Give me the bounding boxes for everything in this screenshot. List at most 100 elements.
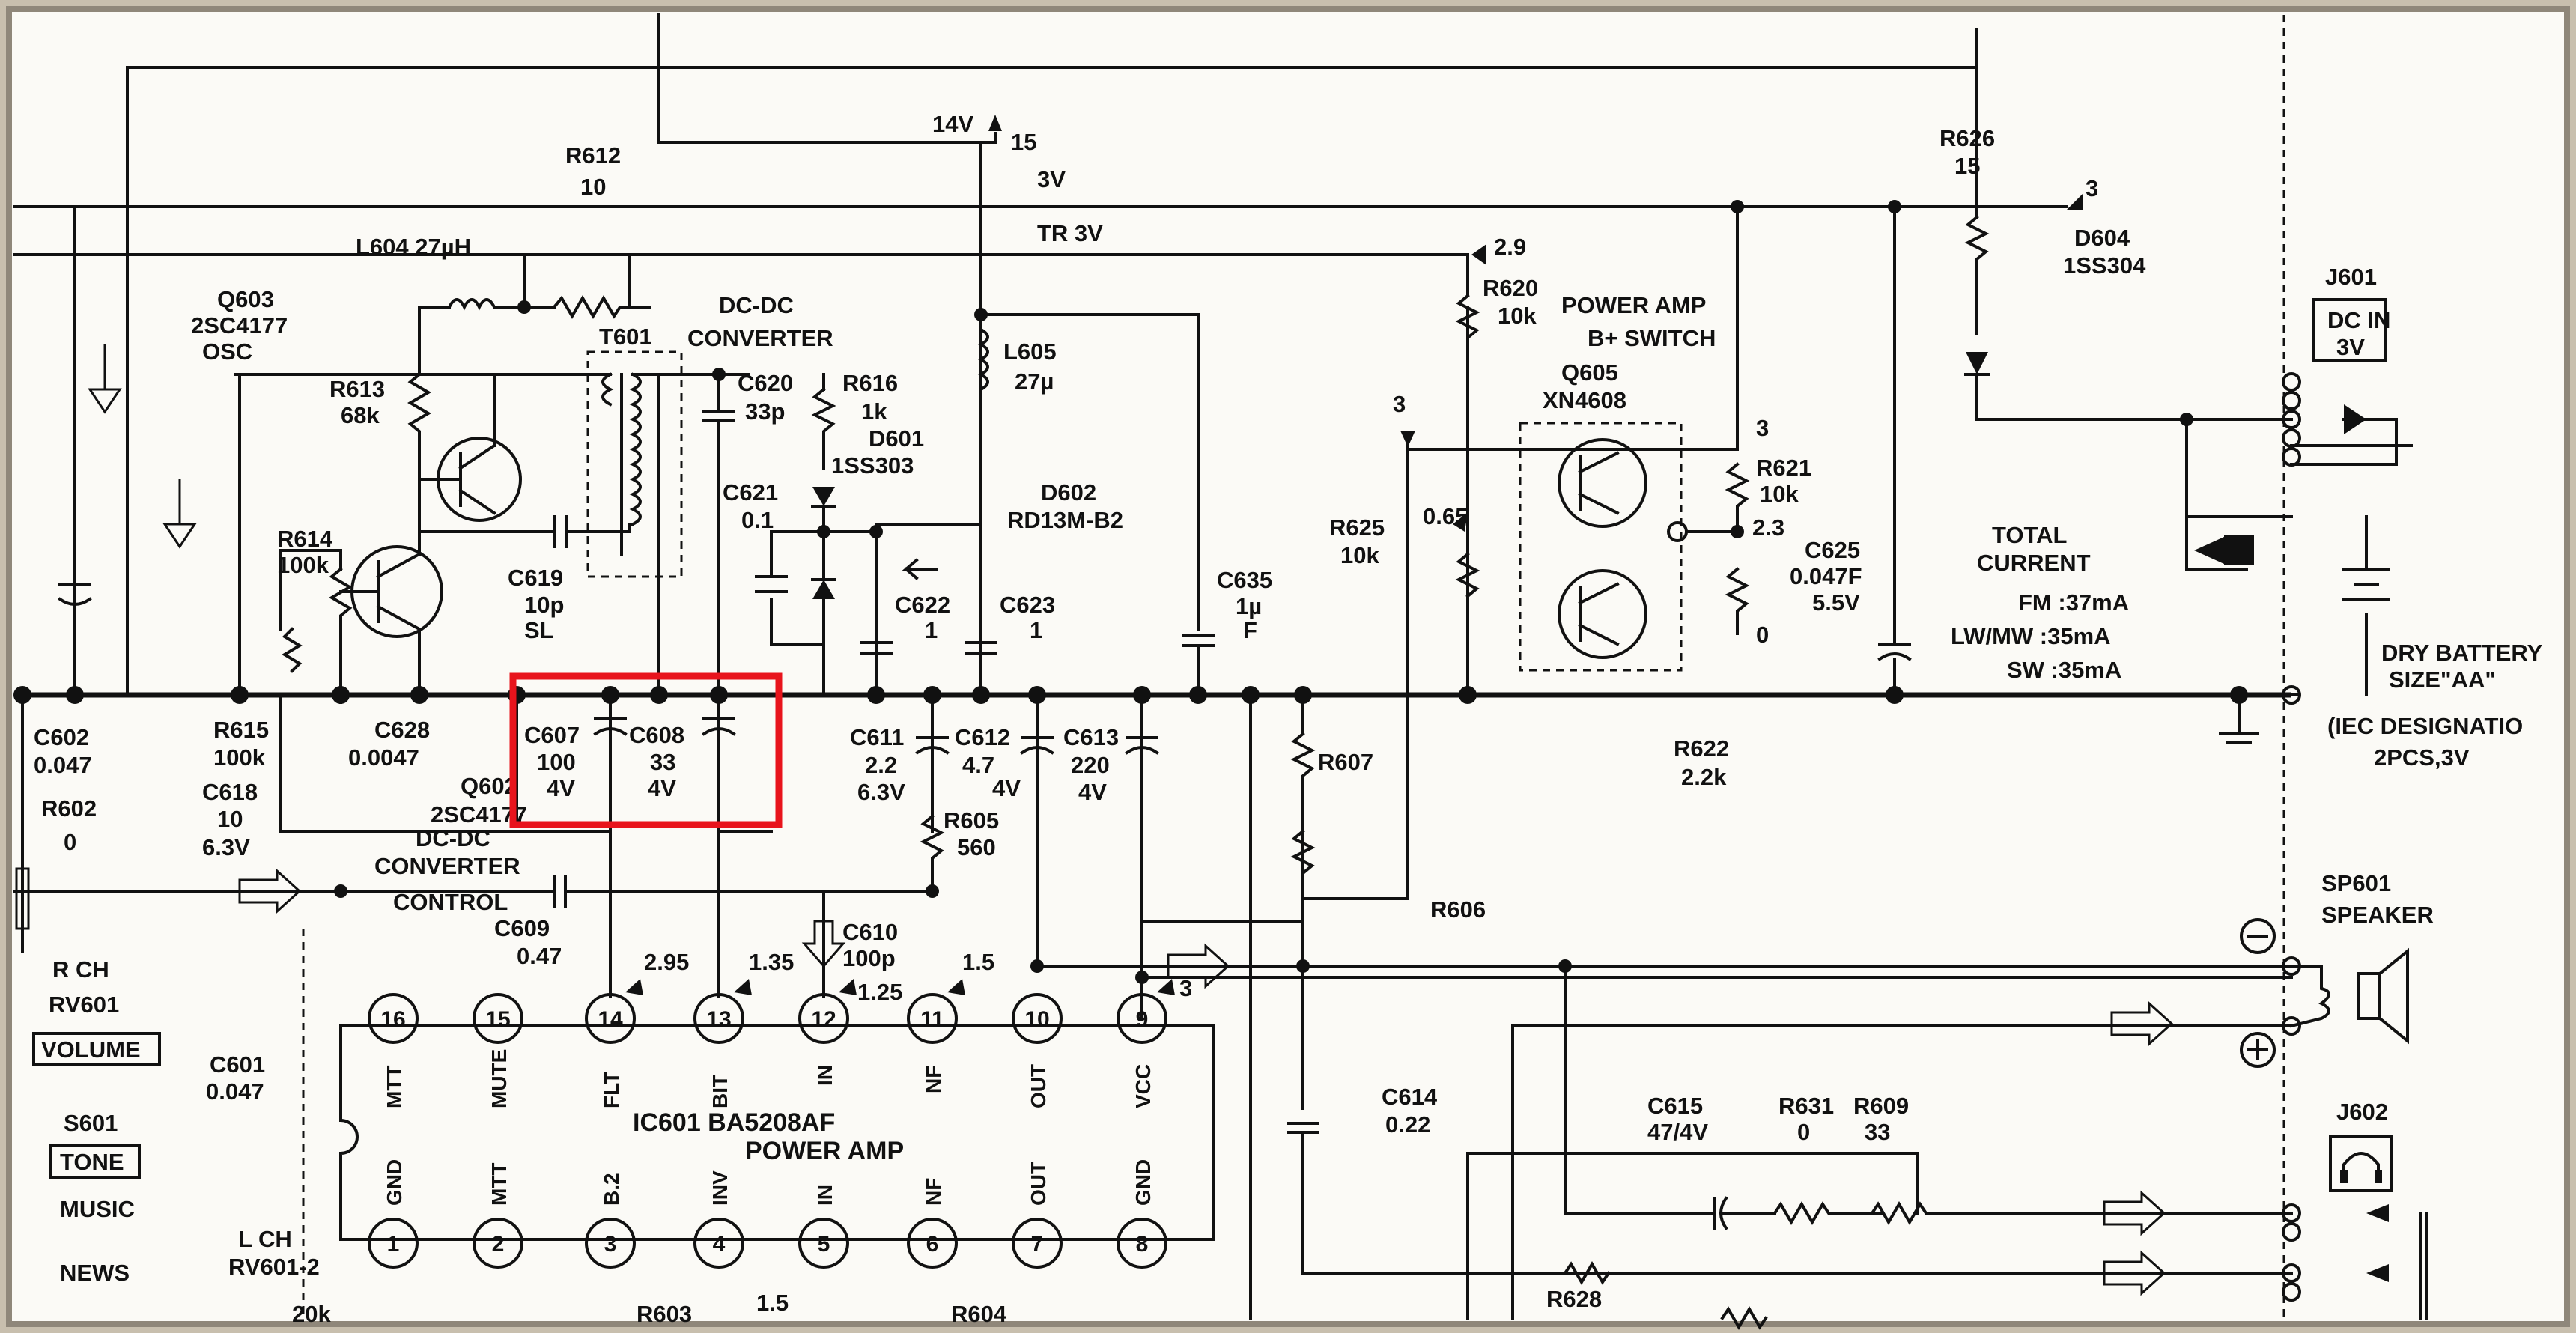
t601-label: T601 xyxy=(599,324,652,350)
r605-value: 560 xyxy=(957,834,996,860)
dcdc-ctrl-2: CONVERTER xyxy=(374,853,520,879)
ic601-box xyxy=(339,1024,1215,1241)
lch-label: L CH xyxy=(238,1226,292,1252)
d604-part: 1SS304 xyxy=(2063,252,2146,279)
c608-value: 33 xyxy=(650,749,675,775)
c607-value: 100 xyxy=(537,749,576,775)
c608-ref: C608 xyxy=(629,722,684,748)
r625-ref: R625 xyxy=(1329,514,1385,541)
ic-pin-name-8: GND xyxy=(1131,1159,1155,1206)
signal-arrow-3 xyxy=(238,868,302,914)
ic601-sub: POWER AMP xyxy=(745,1137,904,1165)
q603-ref: Q603 xyxy=(217,286,274,312)
total-current-sw: SW :35mA xyxy=(2007,657,2121,683)
q605-package xyxy=(1519,422,1683,672)
d601-part: 1SS303 xyxy=(831,452,914,479)
j601-ref: J601 xyxy=(2325,264,2377,290)
c602-ref: C602 xyxy=(34,724,89,750)
ic-pin-name-12: IN xyxy=(813,1065,836,1086)
c620-value: 33p xyxy=(745,398,785,425)
total-current-title-1: TOTAL xyxy=(1992,522,2067,548)
r604-ref: R604 xyxy=(951,1301,1007,1327)
ic-pin-name-4: INV xyxy=(708,1170,732,1206)
c619-ref: C619 xyxy=(508,565,563,591)
ic-pin-2: 2 xyxy=(492,1232,505,1257)
r612-ref: R612 xyxy=(565,142,621,168)
signal-arrow-2 xyxy=(162,479,197,549)
q603-part: 2SC4177 xyxy=(191,312,288,338)
c607-ref: C607 xyxy=(524,722,580,748)
r631-value: 0 xyxy=(1797,1119,1810,1145)
battery-line-4: 2PCS,3V xyxy=(2374,744,2470,771)
c611-ref: C611 xyxy=(850,724,904,750)
d601-ref: D601 xyxy=(869,425,924,452)
r609-ref: R609 xyxy=(1853,1093,1909,1119)
c621-ref: C621 xyxy=(723,479,778,505)
rail-14v-label: 14V xyxy=(932,111,973,137)
c619-value: 10p xyxy=(524,592,564,618)
c614-value: 0.22 xyxy=(1385,1111,1430,1138)
c613-rating: 4V xyxy=(1078,779,1107,805)
r616-ref: R616 xyxy=(842,370,898,396)
ic-pin-name-1: GND xyxy=(383,1159,406,1206)
c610-ref: C610 xyxy=(842,919,898,945)
c615-value: 47/4V xyxy=(1647,1119,1708,1145)
ic-pin-name-7: OUT xyxy=(1027,1162,1050,1206)
c609-value: 0.47 xyxy=(517,943,562,969)
c622-value: 1 xyxy=(925,617,938,643)
c611-value: 2.2 xyxy=(865,752,897,778)
d602-part: RD13M-B2 xyxy=(1007,507,1123,533)
volume-box xyxy=(32,1032,161,1066)
c608-rating: 4V xyxy=(648,775,676,801)
q605-23-label: 2.3 xyxy=(1752,514,1784,541)
sp601-ref: SP601 xyxy=(2321,870,2391,896)
c602-value: 0.047 xyxy=(34,752,92,778)
dcdc-top-title-2: CONVERTER xyxy=(687,325,833,351)
paper-panel xyxy=(6,6,2570,1327)
rch-label: R CH xyxy=(52,956,109,983)
rail-3-mid-label: 3 xyxy=(1393,391,1406,417)
rail-3v-label: 3V xyxy=(1037,166,1066,192)
r620-ref: R620 xyxy=(1483,275,1538,301)
ic-pin-8: 8 xyxy=(1136,1232,1149,1257)
power-amp-switch-1: POWER AMP xyxy=(1561,292,1706,318)
music-label: MUSIC xyxy=(60,1196,135,1222)
ic-v-pin13: 1.35 xyxy=(749,949,794,975)
c625-ref: C625 xyxy=(1805,537,1860,563)
v15-bottom: 1.5 xyxy=(756,1290,789,1316)
c601-ref: C601 xyxy=(210,1051,265,1078)
k20-label: 20k xyxy=(292,1301,331,1327)
c635-type: F xyxy=(1243,617,1257,643)
lch-ref: RV601-2 xyxy=(228,1254,320,1280)
rail-15-label: 15 xyxy=(1011,129,1036,155)
ic-pin-3: 3 xyxy=(604,1232,617,1257)
c610-value: 100p xyxy=(842,945,896,971)
ic-pin-name-14: FLT xyxy=(600,1072,623,1108)
ic-pin-10: 10 xyxy=(1024,1007,1049,1032)
junction-dots xyxy=(13,200,2248,984)
c621-value: 0.1 xyxy=(741,507,774,533)
r613-value: 68k xyxy=(341,402,380,428)
c625-value: 0.047F xyxy=(1790,563,1862,589)
signal-arrow-1 xyxy=(88,344,122,414)
r603-ref: R603 xyxy=(637,1301,692,1327)
ic-pin-16: 16 xyxy=(380,1007,405,1032)
r628-ref: R628 xyxy=(1546,1286,1602,1312)
r620-value: 10k xyxy=(1498,303,1537,329)
dcdc-top-title-1: DC-DC xyxy=(719,292,794,318)
q605-065-label: 0.65 xyxy=(1423,503,1468,529)
rail-tr3v-label: TR 3V xyxy=(1037,220,1103,246)
r615-value: 100k xyxy=(213,744,266,771)
ic-pin-name-11: NF xyxy=(922,1066,945,1093)
ic-pin-4: 4 xyxy=(713,1232,726,1257)
ic-pin-name-10: OUT xyxy=(1027,1064,1050,1108)
ic-pin-name-3: B.2 xyxy=(600,1173,623,1206)
speaker-wire xyxy=(2289,965,2330,1028)
ic-bottom-pins xyxy=(368,1218,1167,1269)
battery-line-2: SIZE"AA" xyxy=(2389,666,2496,693)
ic-pin-15: 15 xyxy=(485,1007,510,1032)
ic-pin-name-2: MTT xyxy=(487,1162,511,1206)
r621-value: 10k xyxy=(1760,481,1799,507)
rail-29-label: 2.9 xyxy=(1494,234,1526,260)
